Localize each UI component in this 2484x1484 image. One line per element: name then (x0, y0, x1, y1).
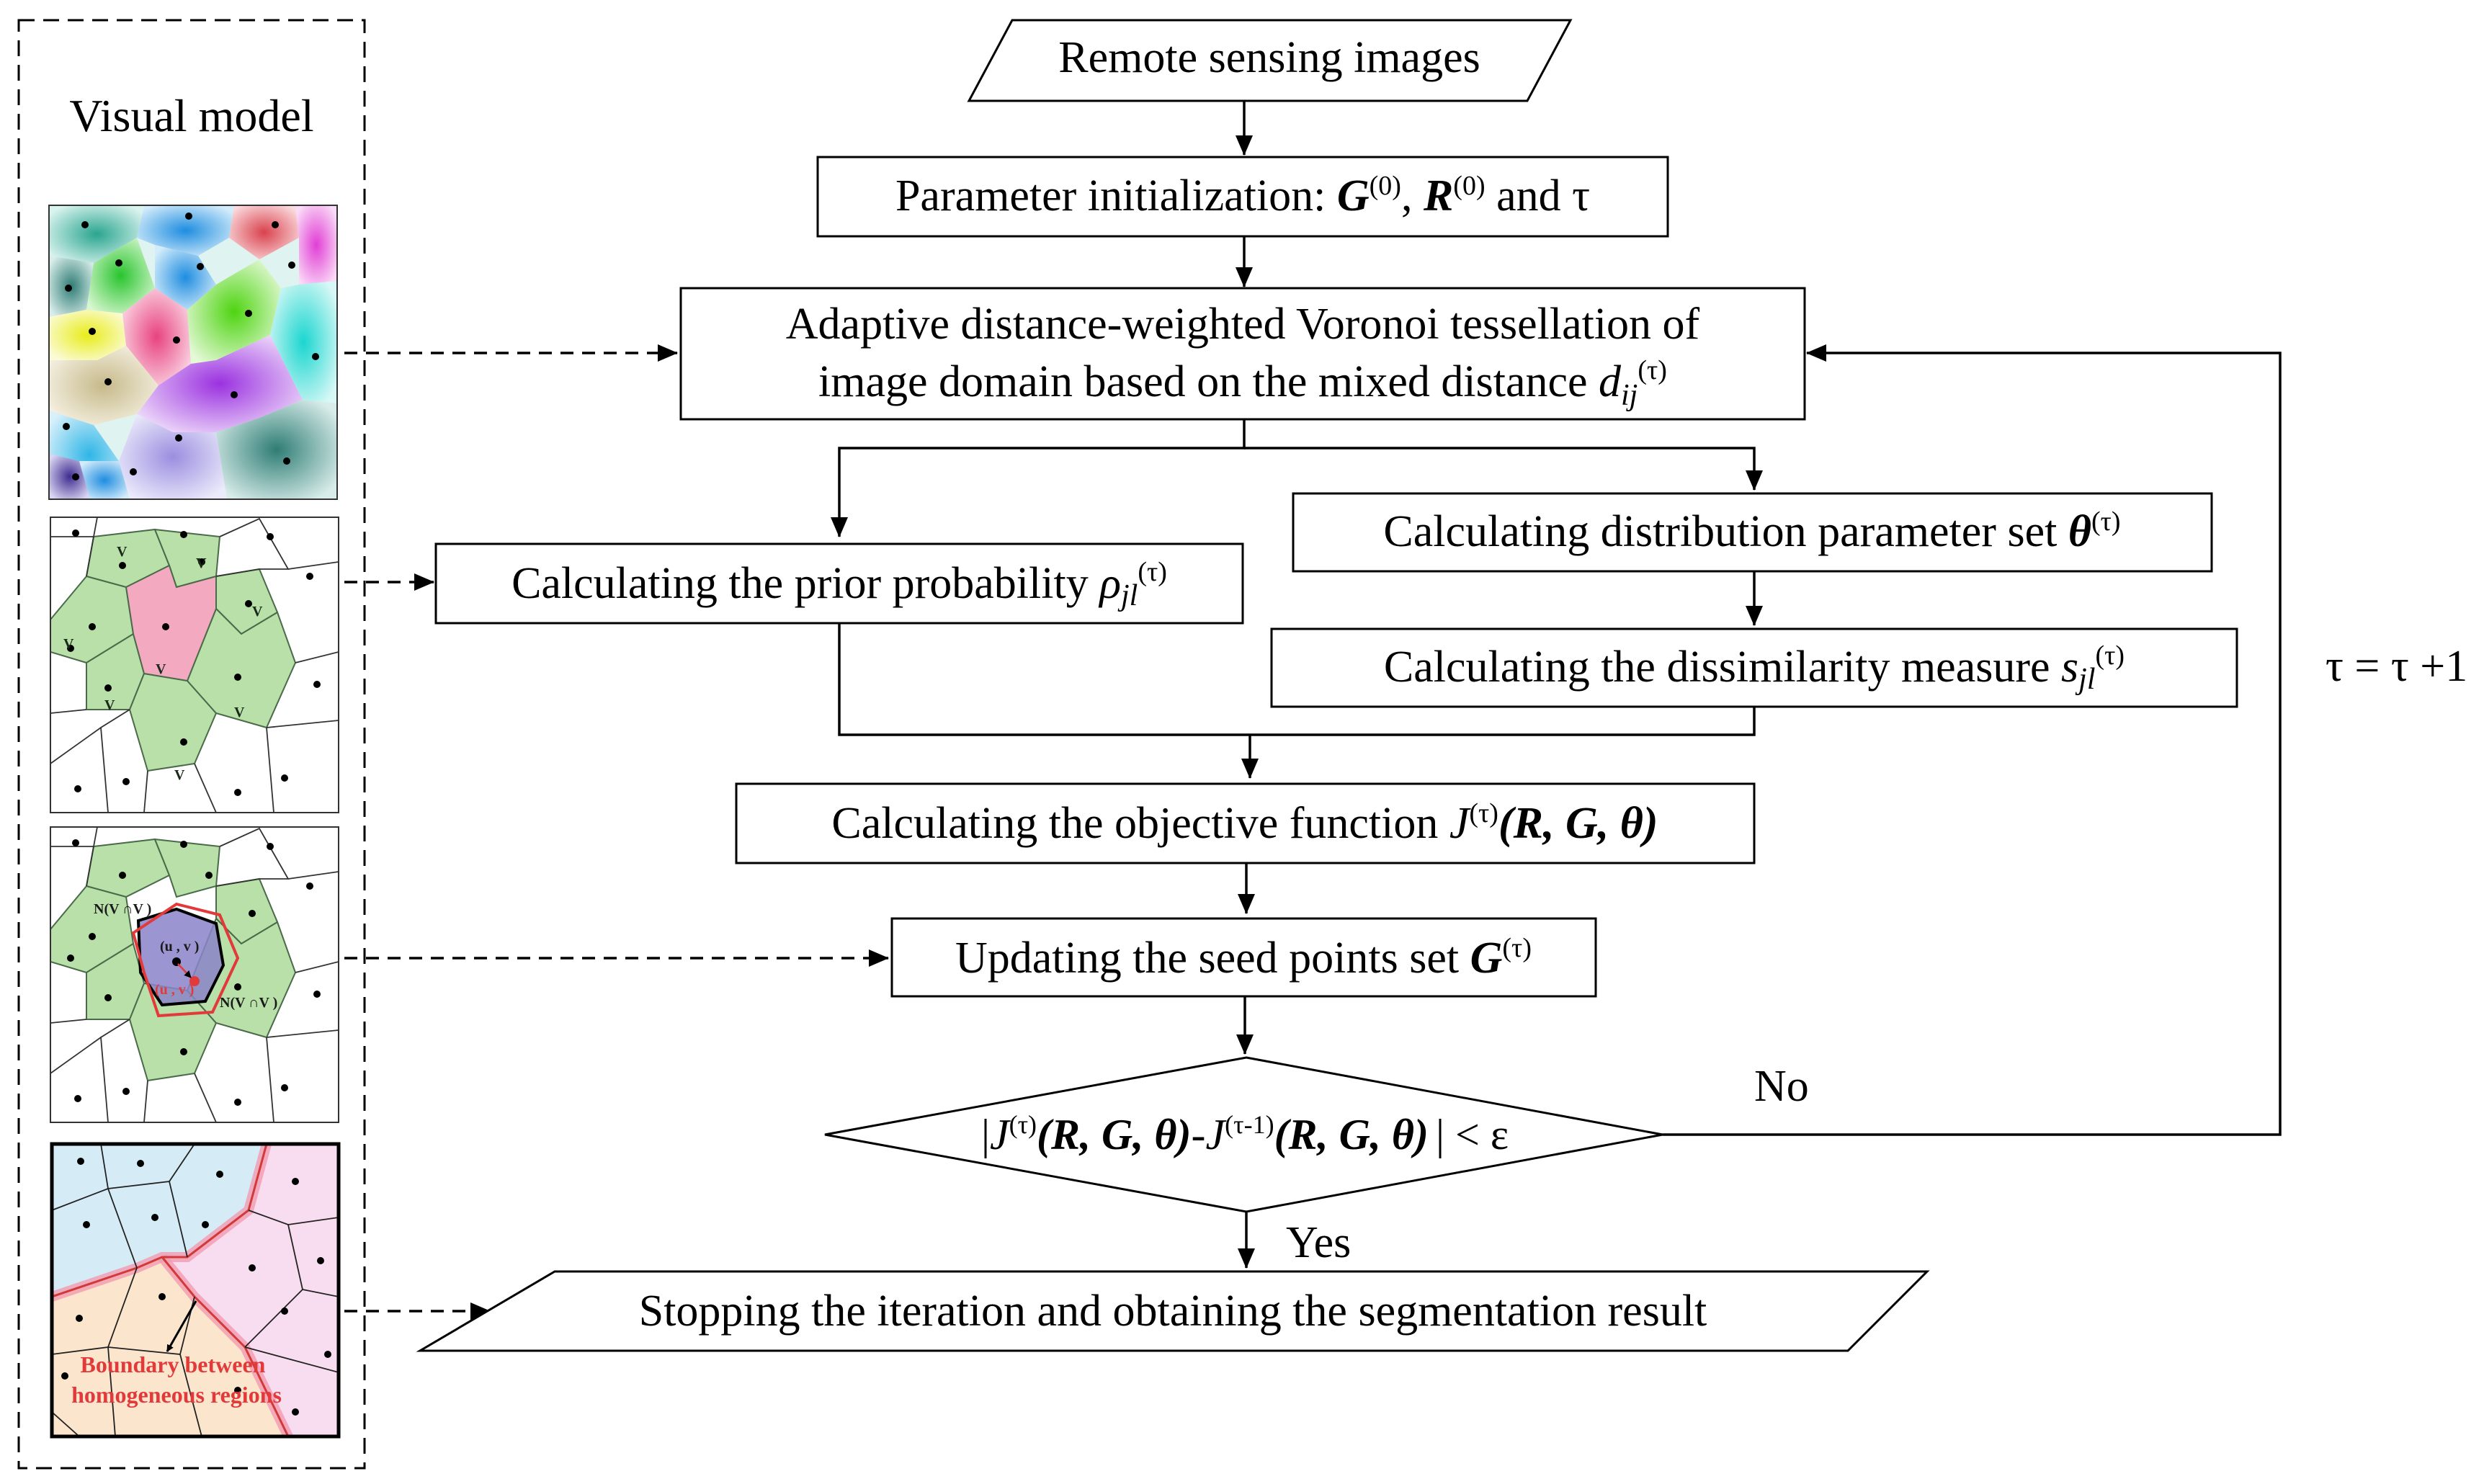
label-stop-iteration: Stopping the iteration and obtaining the… (639, 1287, 1707, 1336)
flow-split-right (1244, 447, 1763, 491)
label-no: No (1754, 1062, 1809, 1111)
svg-text:V: V (174, 767, 185, 783)
node-voronoi-tessellation (679, 287, 1806, 421)
svg-text:V: V (156, 661, 166, 677)
label-objective-function: Calculating the objective function J(τ)(… (831, 798, 1658, 848)
label-dissimilarity-measure: Calculating the dissimilarity measure sj… (1384, 640, 2125, 696)
visual-model-title: Visual model (69, 90, 313, 141)
panel4-boundary-pointer (166, 1300, 197, 1352)
panel3-label-right: N(V ∩V ) (220, 995, 277, 1011)
node-parameter-initialization (816, 156, 1669, 238)
panel3-label-black-seed: (u , v ) (160, 939, 199, 955)
label-remote-sensing-images: Remote sensing images (1058, 33, 1480, 82)
panel4-seed-points (61, 1158, 331, 1416)
node-stop-iteration (416, 1270, 1930, 1352)
svg-text:V: V (104, 697, 115, 713)
visual-panel-seed-update (50, 827, 339, 1122)
svg-text:V: V (196, 555, 207, 571)
panel3-new-seed (189, 976, 200, 986)
panel3-seed-move-arrow (177, 963, 192, 978)
svg-text:V: V (252, 604, 263, 620)
panel3-seed-points (67, 839, 321, 1106)
svg-text:V: V (234, 705, 245, 720)
panel2-cell-labels: V V V V V V V V (63, 544, 263, 783)
flow-split-top (831, 419, 1246, 537)
label-distribution-parameters: Calculating distribution parameter set θ… (1383, 506, 2120, 556)
panel1-seed-points (63, 213, 319, 480)
panel4-note-line2: homogeneous regions (71, 1382, 282, 1408)
svg-text:V: V (63, 636, 74, 652)
panel3-label-top: N(V ∩V ) (94, 901, 151, 917)
label-update-seed-points: Updating the seed points set G(τ) (955, 933, 1532, 983)
label-voronoi-line1: Adaptive distance-weighted Voronoi tesse… (786, 300, 1700, 349)
label-loop-increment: τ = τ +1 (2326, 642, 2467, 691)
label-prior-probability: Calculating the prior probability ρjl(τ) (511, 557, 1167, 612)
panel2-seed-points (67, 529, 321, 796)
visual-panel-colored-voronoi (49, 205, 337, 499)
visual-panel-neighborhood (50, 517, 339, 813)
flow-merge (838, 623, 1756, 736)
node-objective-function (735, 782, 1756, 864)
panel3-label-red-seed: (u , v ) (155, 982, 194, 998)
flow-no-loop (1663, 344, 2282, 1136)
label-parameter-initialization: Parameter initialization: G(0), R(0) and… (895, 171, 1590, 220)
label-voronoi-line2: image domain based on the mixed distance… (818, 355, 1667, 412)
label-yes: Yes (1286, 1218, 1351, 1267)
node-distribution-parameters (1292, 492, 2213, 573)
panel4-note-line1: Boundary between (81, 1351, 266, 1377)
svg-text:V: V (117, 544, 128, 560)
label-convergence-decision: |J(τ)(R, G, θ)-J(τ-1)(R, G, θ)| < ε (981, 1110, 1509, 1158)
node-remote-sensing-images (967, 19, 1573, 102)
node-update-seed-points (890, 917, 1597, 998)
visual-model-frame (17, 19, 366, 1470)
node-prior-probability (434, 542, 1244, 625)
node-dissimilarity-measure (1270, 627, 2238, 708)
